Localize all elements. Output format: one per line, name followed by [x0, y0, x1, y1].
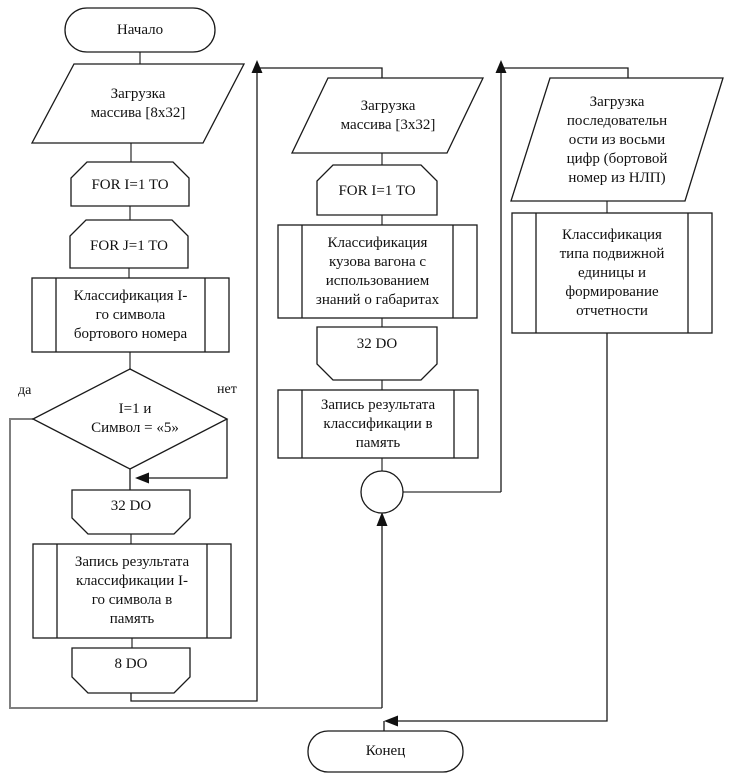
arrowheads — [135, 60, 507, 727]
arrow-left-no-icon — [135, 472, 149, 484]
load-array-3x32-label: Загрузка массива [3x32] — [340, 98, 436, 133]
for-j-label: FOR J=1 TO — [90, 237, 168, 254]
for-i-mid-shape — [316, 164, 438, 216]
do-8-shape — [71, 647, 191, 694]
edge-classifytype-to-end — [389, 333, 608, 722]
load-array-8x32-shape — [30, 63, 246, 144]
classify-type-shape — [511, 212, 713, 334]
edge-yes-branch — [9, 418, 382, 709]
end-terminator-shape — [307, 730, 464, 773]
write-symbol-shape — [32, 543, 232, 639]
load-sequence-label: Загрузка последовательн ости из восьми ц… — [566, 93, 668, 186]
classify-symbol-shape — [31, 277, 230, 353]
for-i-outer-shape — [70, 161, 190, 207]
do-32-outer-label: 32 DO — [110, 497, 152, 514]
branch-yes-label: да — [18, 382, 32, 398]
do-32-mid-label: 32 DO — [356, 335, 398, 352]
black-connector-lines — [129, 67, 629, 732]
junction-circle-shape — [360, 470, 404, 514]
for-i-mid-label: FOR I=1 TO — [338, 182, 416, 199]
for-j-shape — [69, 219, 189, 269]
do-32-outer-shape — [71, 489, 191, 535]
classify-body-shape — [277, 224, 478, 319]
arrow-up-junction-icon — [376, 512, 388, 526]
do-8-label: 8 DO — [114, 655, 148, 672]
load-array-8x32-label: Загрузка массива [8x32] — [90, 86, 186, 121]
start-terminator-shape — [64, 7, 216, 53]
classify-type-label: Классификация типа подвижной единицы и ф… — [559, 226, 665, 319]
flowchart-shapes — [30, 7, 724, 773]
write-symbol-label: Запись результата классификации I- го си… — [74, 554, 190, 627]
decision-diamond-shape — [31, 368, 229, 470]
gray-connector-stubs — [9, 52, 608, 709]
decision-label: I=1 и Символ = «5» — [91, 401, 179, 436]
branch-no-label: нет — [217, 381, 237, 397]
arrow-up-right-icon — [495, 60, 507, 73]
classify-symbol-label: Классификация I- го символа бортового но… — [73, 287, 188, 342]
write-result-label: Запись результата классификации в память — [320, 396, 436, 451]
start-label: Начало — [116, 21, 164, 38]
load-array-3x32-shape — [290, 77, 485, 154]
edge-junction-to-loadseq — [500, 67, 629, 492]
edge-do8-return-to-load3x32 — [130, 67, 383, 702]
load-sequence-shape — [510, 77, 724, 202]
arrow-up-mid-icon — [251, 60, 263, 73]
for-i-outer-label: FOR I=1 TO — [91, 176, 169, 193]
do-32-mid-shape — [316, 326, 438, 381]
write-result-shape — [277, 389, 479, 459]
edge-no-branch — [142, 419, 228, 479]
classify-body-label: Классификация кузова вагона с использова… — [315, 234, 440, 308]
end-label: Конец — [365, 743, 406, 759]
arrow-left-end-icon — [384, 715, 398, 727]
